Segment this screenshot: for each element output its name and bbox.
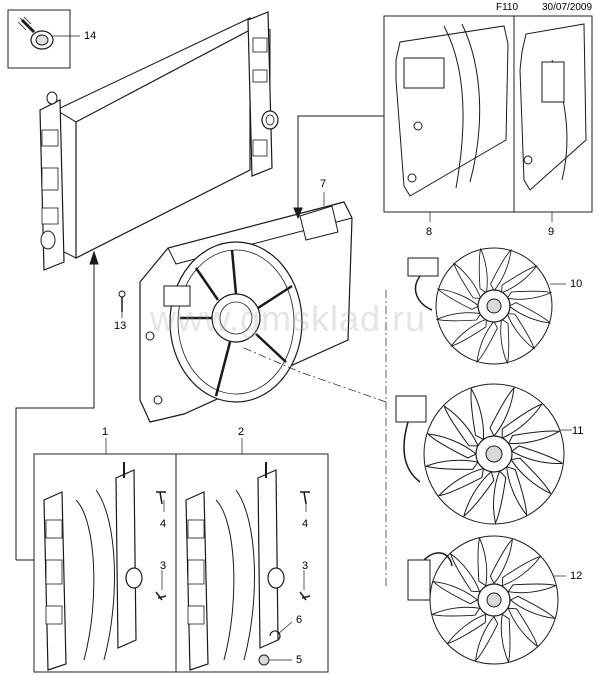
diagram-date: 30/07/2009: [542, 2, 593, 13]
fan-shroud: [139, 201, 353, 423]
callout-2[interactable]: 2: [238, 426, 245, 438]
watermark: www.gmsklad.ru: [150, 298, 427, 339]
screw-13-icon: [118, 290, 126, 312]
oring-6-icon: [269, 630, 281, 641]
fan-10: [435, 247, 553, 365]
callout-7[interactable]: 7: [320, 178, 327, 190]
callout-12[interactable]: 12: [570, 570, 583, 582]
bolt-14-icon: [17, 16, 54, 50]
callout-3b[interactable]: 3: [302, 560, 309, 572]
callout-8[interactable]: 8: [426, 226, 433, 238]
callout-4b[interactable]: 4: [302, 518, 309, 530]
callout-13[interactable]: 13: [114, 320, 127, 332]
drain-plug-4a-icon: [156, 491, 166, 505]
fan-motor-11: [395, 395, 427, 483]
shroud-9-drawing: [519, 23, 587, 191]
radiator-options-box: [33, 453, 329, 673]
shroud-options-box: [383, 15, 593, 213]
fan-motor-10: [407, 257, 439, 311]
callout-6[interactable]: 6: [296, 614, 303, 626]
nut-5-icon: [258, 654, 270, 666]
callout-11[interactable]: 11: [572, 425, 584, 437]
fan-12: [429, 535, 559, 665]
callout-5[interactable]: 5: [296, 654, 303, 666]
fan-motor-12: [407, 552, 453, 601]
leader-lines: [105, 192, 572, 661]
callout-3a[interactable]: 3: [160, 560, 167, 572]
fan-11: [423, 383, 565, 525]
diagram-code: F110: [496, 2, 519, 13]
radiator-2-drawing: [185, 462, 311, 671]
radiator-assembly: [39, 11, 279, 271]
reference-arrows: [15, 115, 384, 561]
callout-4a[interactable]: 4: [160, 518, 167, 530]
callout-1[interactable]: 1: [102, 426, 109, 438]
callout-14[interactable]: 14: [84, 30, 97, 42]
bolt-inset-box: [7, 9, 80, 69]
shroud-8-drawing: [395, 23, 509, 197]
radiator-1-drawing: [43, 462, 167, 671]
valve-3b-icon: [299, 591, 311, 601]
callout-9[interactable]: 9: [548, 226, 555, 238]
callout-10[interactable]: 10: [570, 278, 583, 290]
valve-3a-icon: [155, 591, 167, 601]
